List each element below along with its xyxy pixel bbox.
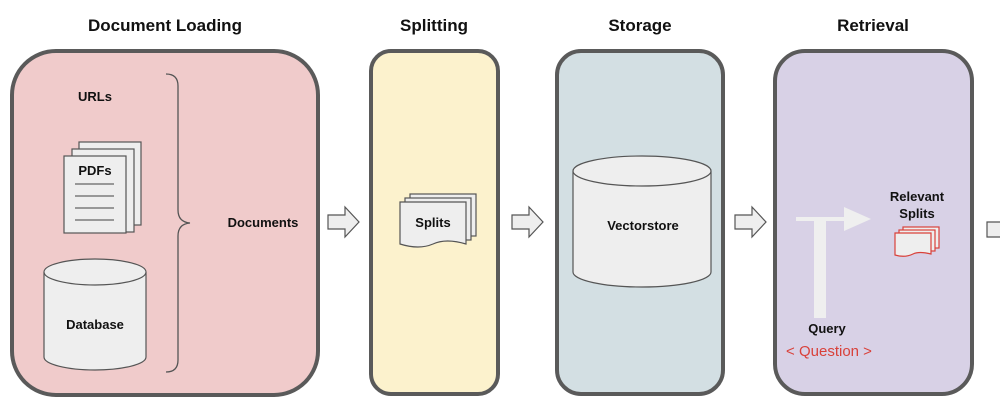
vectorstore-icon	[572, 155, 712, 288]
query-flow-arrow-icon	[796, 207, 871, 318]
splits-icon	[399, 193, 477, 248]
documents-label: Documents	[228, 215, 299, 230]
pdfs-label: PDFs	[78, 163, 111, 178]
arrow-icon	[986, 221, 1000, 238]
database-label: Database	[66, 317, 124, 332]
stage-title-document-loading: Document Loading	[88, 16, 242, 35]
stage-title-retrieval: Retrieval	[837, 16, 909, 35]
question-placeholder: < Question >	[786, 343, 872, 360]
arrow-icon	[511, 205, 544, 239]
relevant-splits-icon	[894, 226, 940, 257]
splits-label: Splits	[415, 215, 450, 230]
pdf-documents-icon	[63, 141, 142, 234]
vectorstore-label: Vectorstore	[607, 218, 679, 233]
urls-label: URLs	[78, 89, 112, 104]
stage-title-storage: Storage	[608, 16, 671, 35]
query-label: Query	[808, 321, 846, 336]
arrow-icon	[734, 205, 767, 239]
database-icon	[43, 258, 147, 371]
arrow-icon	[327, 205, 360, 239]
brace-icon	[165, 73, 191, 373]
relevant-splits-label-line1: Relevant	[890, 189, 945, 204]
stage-title-splitting: Splitting	[400, 16, 468, 35]
relevant-splits-label-line2: Splits	[899, 206, 934, 221]
